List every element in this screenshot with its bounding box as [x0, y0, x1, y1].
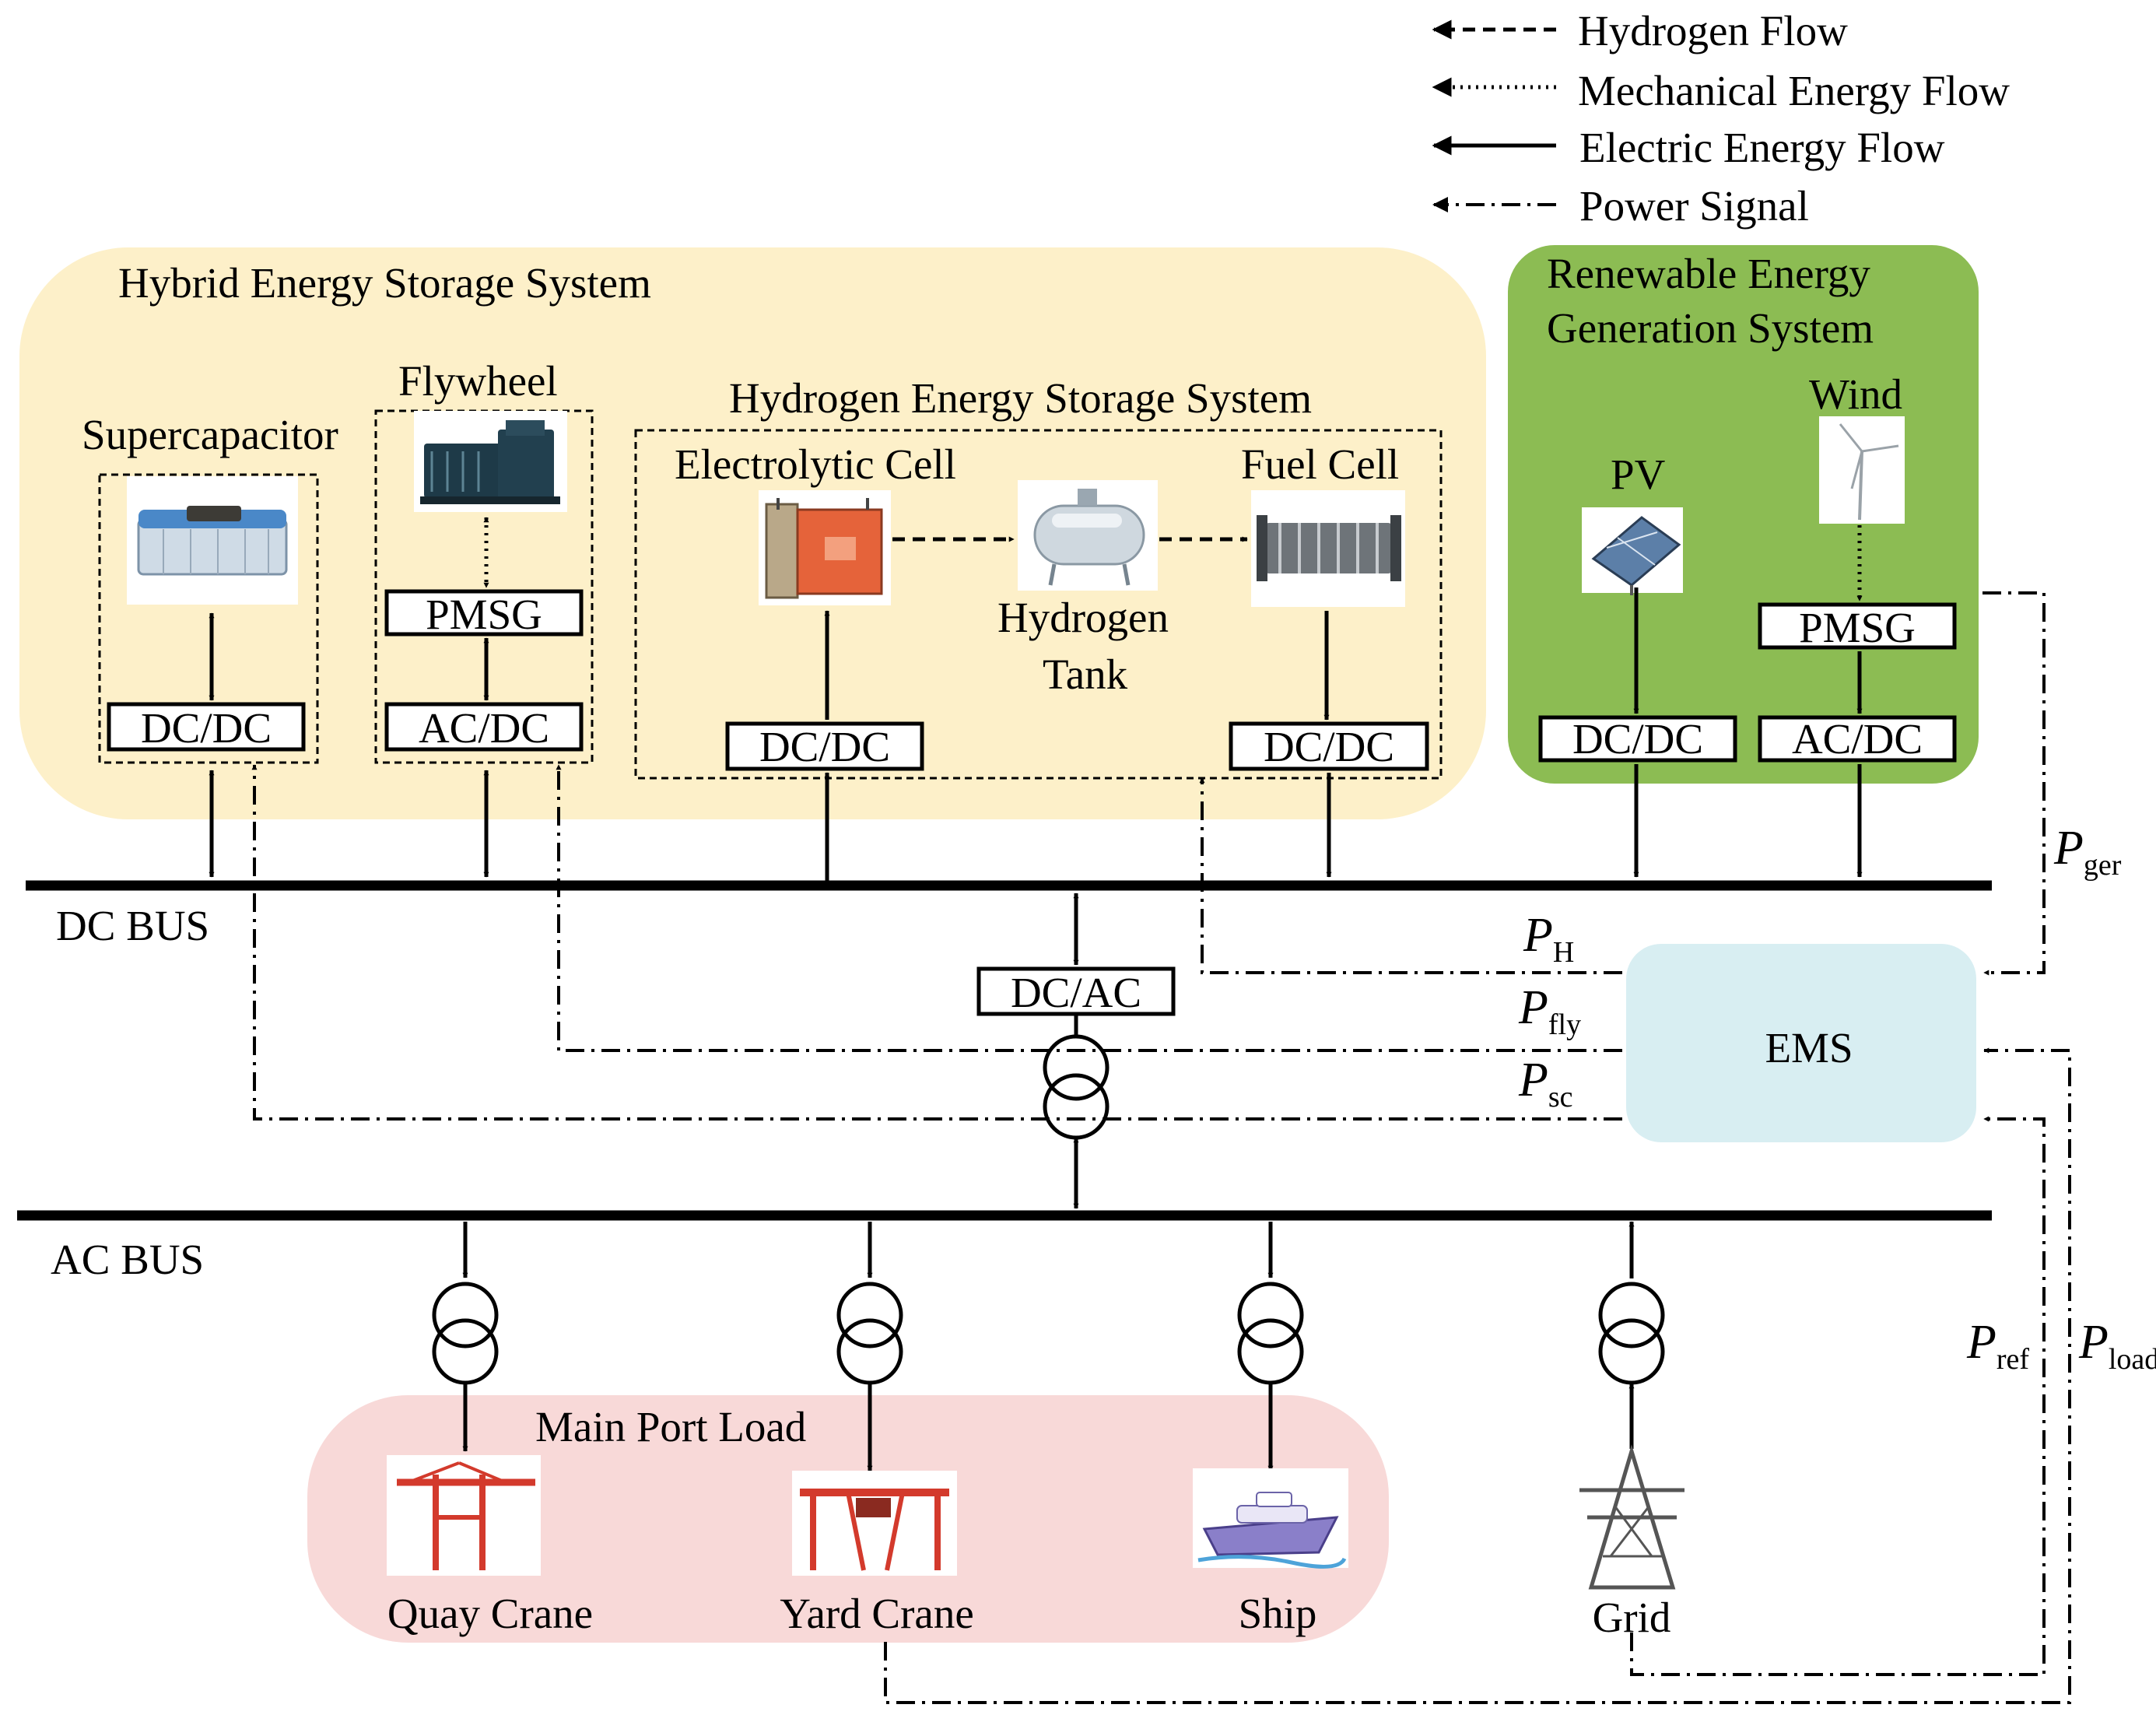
- flywheel-acdc-box: [384, 702, 584, 752]
- p-fly-label: Pfly: [1518, 981, 1581, 1041]
- main-transformer-bottom: [1043, 1073, 1110, 1140]
- hess-region: [19, 247, 1486, 819]
- p-h-label: PH: [1523, 909, 1574, 969]
- main-transformer-top: [1043, 1034, 1110, 1101]
- pv-label: PV: [1611, 451, 1666, 498]
- fuelcell-dcdc-box: [1229, 721, 1429, 771]
- p-sc-label: Psc: [1518, 1054, 1573, 1114]
- wind-acdc-label: AC/DC: [1792, 715, 1923, 763]
- wind-pmsg-box: [1758, 602, 1957, 650]
- ac-bus-label: AC BUS: [51, 1236, 204, 1283]
- legend-hydrogen-flow: Hydrogen Flow: [1578, 7, 1848, 54]
- grid-label: Grid: [1593, 1594, 1671, 1641]
- hydrogen-tank-label-1: Hydrogen: [997, 594, 1169, 641]
- transmission-tower-icon: [1579, 1444, 1684, 1590]
- dcac-inverter-label: DC/AC: [1011, 969, 1141, 1016]
- legend-mechanical-flow: Mechanical Energy Flow: [1578, 67, 2010, 114]
- electrolyzer-icon: [759, 490, 891, 605]
- renewable-title-1: Renewable Energy: [1547, 250, 1870, 297]
- electrolyzer-dcdc-box: [725, 721, 924, 771]
- renewable-title-2: Generation System: [1547, 304, 1874, 352]
- pv-dcdc-label: DC/DC: [1572, 715, 1703, 763]
- fuel-cell-label: Fuel Cell: [1241, 440, 1399, 488]
- grid-transformer-top: [1598, 1282, 1665, 1349]
- legend-electric-flow: Electric Energy Flow: [1579, 124, 1945, 171]
- wind-acdc-box: [1758, 715, 1957, 763]
- supercapacitor-label: Supercapacitor: [82, 411, 338, 458]
- hydrogen-tank-icon: [1018, 480, 1158, 591]
- dc-bus-label: DC BUS: [56, 902, 209, 949]
- ems-label: EMS: [1765, 1024, 1853, 1071]
- p-ger-label: Pger: [2053, 822, 2122, 882]
- hydrogen-system-title: Hydrogen Energy Storage System: [729, 374, 1312, 422]
- fuelcell-dcdc-label: DC/DC: [1264, 723, 1394, 770]
- main-port-load-title: Main Port Load: [535, 1403, 806, 1450]
- p-load-label: Pload: [2078, 1316, 2156, 1376]
- dcac-inverter-box: [976, 966, 1176, 1016]
- flywheel-pmsg-box: [384, 589, 584, 637]
- legend: Hydrogen Flow Mechanical Energy Flow Ele…: [1432, 7, 2010, 230]
- yard-crane-icon: [792, 1471, 957, 1576]
- quay-crane-transformer-bottom: [432, 1318, 499, 1385]
- pv-dcdc-box: [1538, 715, 1737, 763]
- ship-label: Ship: [1239, 1590, 1317, 1637]
- supercapacitor-dcdc-box: [107, 702, 306, 752]
- supercapacitor-dcdc-label: DC/DC: [141, 704, 272, 752]
- fuel-cell-icon: [1251, 490, 1405, 607]
- flywheel-label: Flywheel: [398, 357, 558, 405]
- hess-title: Hybrid Energy Storage System: [118, 259, 651, 307]
- flywheel-pmsg-label: PMSG: [426, 591, 542, 638]
- wind-turbine-icon: [1819, 416, 1905, 524]
- ship-icon: [1193, 1468, 1348, 1569]
- ship-transformer-bottom: [1237, 1318, 1304, 1385]
- wind-label: Wind: [1809, 370, 1902, 418]
- ship-transformer-top: [1237, 1282, 1304, 1349]
- yard-crane-transformer-bottom: [836, 1318, 903, 1385]
- legend-power-signal: Power Signal: [1579, 182, 1809, 230]
- yard-crane-transformer-top: [836, 1282, 903, 1349]
- supercapacitor-icon: [127, 476, 298, 605]
- electrolytic-cell-label: Electrolytic Cell: [675, 440, 956, 488]
- hydrogen-tank-label-2: Tank: [1043, 651, 1128, 698]
- ems-box: [1626, 944, 1976, 1142]
- supercapacitor-group: [98, 473, 319, 764]
- flywheel-acdc-label: AC/DC: [419, 704, 549, 752]
- quay-crane-label: Quay Crane: [387, 1590, 593, 1637]
- grid-transformer-bottom: [1598, 1318, 1665, 1385]
- quay-crane-transformer-top: [432, 1282, 499, 1349]
- electrolyzer-dcdc-label: DC/DC: [759, 723, 890, 770]
- wind-pmsg-label: PMSG: [1799, 604, 1916, 651]
- flywheel-icon: [414, 411, 567, 512]
- p-ref-label: Pref: [1966, 1316, 2029, 1376]
- solar-panel-icon: [1582, 507, 1683, 595]
- quay-crane-icon: [387, 1455, 541, 1576]
- hydrogen-group: [634, 429, 1443, 780]
- yard-crane-label: Yard Crane: [780, 1590, 974, 1637]
